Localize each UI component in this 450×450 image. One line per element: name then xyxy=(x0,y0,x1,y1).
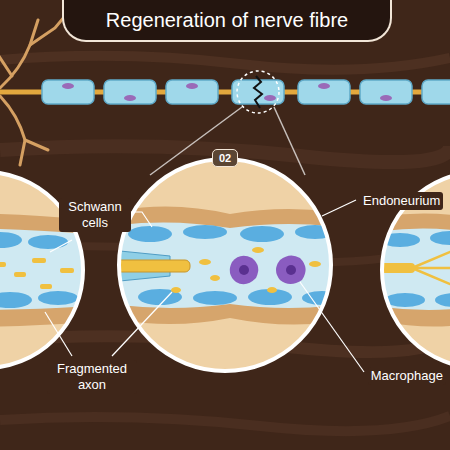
zoom-lines xyxy=(150,107,305,175)
step-badge: 02 xyxy=(212,149,238,167)
part-label: Endoneurium xyxy=(360,192,443,210)
macrophage-cells xyxy=(230,255,306,284)
title-banner: Regeneration of nerve fibre xyxy=(62,0,392,42)
part-label: Schwann cells xyxy=(59,198,131,232)
nerve-fibre xyxy=(0,71,450,113)
part-label: Fragmented axon xyxy=(47,360,137,394)
step-number: 02 xyxy=(219,152,231,164)
center-zoom-circle xyxy=(110,159,345,371)
part-label: Macrophage xyxy=(368,367,446,385)
title-text: Regeneration of nerve fibre xyxy=(106,9,348,32)
